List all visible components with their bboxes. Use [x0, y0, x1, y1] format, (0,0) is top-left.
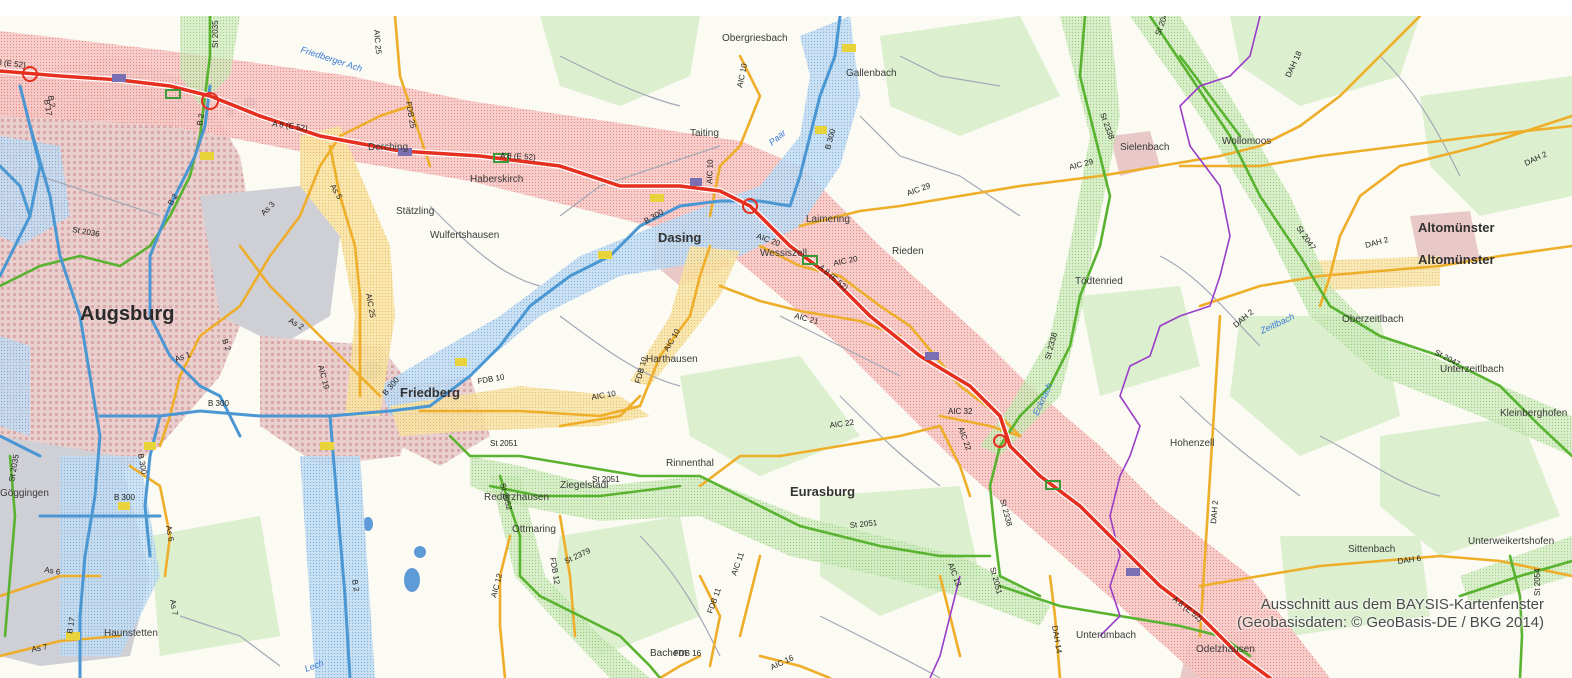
place-label-augsburg: Augsburg [80, 303, 174, 325]
place-label-derching: Derching [368, 142, 408, 153]
road-label-as6: As 6 [44, 565, 62, 577]
road-label-as6: As 6 [164, 525, 176, 543]
road-label-aic22: AIC 22 [829, 418, 855, 430]
place-label-rinnenthal: Rinnenthal [666, 458, 714, 469]
place-label-goeggingen: Göggingen [0, 488, 49, 499]
road-label-as7: As 7 [168, 599, 180, 617]
road-label-b300: B 300 [114, 493, 135, 502]
place-label-kleinberghofen: Kleinberghofen [1500, 408, 1567, 419]
place-label-obergriesbach: Obergriesbach [722, 33, 788, 44]
place-label-wulfertshausen: Wulfertshausen [430, 230, 499, 241]
road-label-b2: B 2 [195, 112, 206, 126]
road-label-aic10: AIC 10 [735, 62, 749, 88]
water-label-paar: Paar [767, 127, 789, 148]
road-label-b2: B 2 [220, 338, 233, 353]
road-label-st2035: St 2035 [211, 20, 220, 48]
road-label-b2: B 2 [350, 579, 361, 593]
road-label-aic11: AIC 11 [729, 551, 746, 577]
place-label-unterumbach: Unterumbach [1076, 630, 1136, 641]
motorway-a8 [0, 68, 1273, 678]
forest-areas [150, 16, 1572, 656]
road-label-fdb10: FDB 10 [477, 372, 506, 386]
place-label-bachern: Bachern [650, 648, 687, 659]
place-label-altomuenster-2: Altomünster [1418, 252, 1495, 267]
place-label-dasing: Dasing [658, 230, 701, 245]
road-label-aic25: AIC 25 [364, 293, 377, 319]
place-label-wessiszell: Wessiszell [760, 248, 807, 259]
place-label-sittenbach: Sittenbach [1348, 544, 1395, 555]
attribution-line-1: Ausschnitt aus dem BAYSIS-Kartenfenster [1260, 596, 1544, 613]
local-roads [39, 55, 1461, 678]
road-label-dah2: DAH 2 [1209, 499, 1220, 524]
road-label-b300: B 300 [136, 453, 149, 476]
road-label-b17: B 17 [42, 99, 54, 117]
place-label-friedberg: Friedberg [400, 385, 460, 400]
road-label-a8: A 8 (E 52) [0, 57, 26, 70]
place-label-oberzeitlbach: Oberzeitlbach [1342, 314, 1404, 325]
road-label-as7: As 7 [31, 642, 49, 654]
place-label-wollomoos: Wollomoos [1222, 136, 1271, 147]
road-label-b300: B 300 [208, 399, 229, 408]
road-label-aic12: AIC 12 [489, 572, 504, 598]
road-label-a8: A 8 (E 52) [500, 151, 536, 162]
map-viewport[interactable]: Friedberger Ach Paar Zeitlbach Ecknach L… [0, 16, 1572, 678]
place-label-eurasburg: Eurasburg [790, 484, 855, 499]
place-label-sielenbach: Sielenbach [1120, 142, 1169, 153]
place-label-haberskirch: Haberskirch [470, 174, 523, 185]
federal-roads [0, 16, 842, 678]
interchange-markers [22, 44, 1140, 640]
road-label-dah6: DAH 6 [1397, 554, 1422, 566]
place-label-laimering: Laimering [806, 214, 850, 225]
place-label-rederzhausen: Rederzhausen [484, 492, 549, 503]
county-roads [0, 16, 1572, 678]
road-network-map[interactable]: Friedberger Ach Paar Zeitlbach Ecknach L… [0, 16, 1572, 678]
place-label-haunstetten: Haunstetten [104, 628, 158, 639]
map-attribution: Ausschnitt aus dem BAYSIS-Kartenfenster … [1237, 596, 1544, 632]
place-label-odelzhausen: Odelzhausen [1196, 644, 1255, 655]
road-label-st2051: St 2051 [592, 475, 620, 484]
place-label-staetzling: Stätzling [396, 206, 434, 217]
road-label-b2: B 2 [46, 95, 57, 109]
road-label-st2051: St 2051 [490, 439, 518, 448]
road-label-aic10: AIC 10 [705, 159, 715, 184]
road-label-dah14: DAH 14 [1050, 625, 1064, 655]
road-label-st2051: St 2051 [849, 518, 878, 530]
state-roads [0, 16, 1572, 678]
road-label-aic29: AIC 29 [906, 181, 933, 198]
place-label-toedtenried: Tödtenried [1075, 276, 1123, 287]
place-label-ottmaring: Ottmaring [512, 524, 556, 535]
road-label-b17: B 17 [65, 616, 77, 634]
road-label-fdb16: FDB 16 [674, 649, 702, 658]
attribution-line-2: (Geobasisdaten: © GeoBasis-DE / BKG 2014… [1236, 614, 1544, 631]
place-label-taiting: Taiting [690, 128, 719, 139]
place-label-altomuenster-1: Altomünster [1418, 220, 1495, 235]
district-border [929, 16, 1261, 678]
place-label-ziegelstadel: Ziegelstadl [560, 480, 608, 491]
road-label-aic10: AIC 10 [591, 389, 617, 402]
place-label-rieden: Rieden [892, 246, 924, 257]
place-label-hohenzell: Hohenzell [1170, 438, 1214, 449]
place-labels: Augsburg Friedberg Dasing Altomünster Al… [0, 33, 1567, 659]
road-label-aic32: AIC 32 [948, 407, 973, 416]
road-label-aic25: AIC 25 [372, 29, 383, 55]
road-label-dah2: DAH 2 [1364, 235, 1390, 250]
place-label-unterweikertshofen: Unterweikertshofen [1468, 536, 1554, 547]
place-label-harthausen: Harthausen [646, 354, 698, 365]
road-label-st2054: St 2054 [1533, 568, 1542, 596]
road-label-aic16: AIC 16 [769, 653, 795, 672]
place-label-gallenbach: Gallenbach [846, 68, 897, 79]
place-label-unterzeitlbach: Unterzeitlbach [1440, 364, 1504, 375]
water-label-friedberger-ach: Friedberger Ach [299, 44, 363, 73]
